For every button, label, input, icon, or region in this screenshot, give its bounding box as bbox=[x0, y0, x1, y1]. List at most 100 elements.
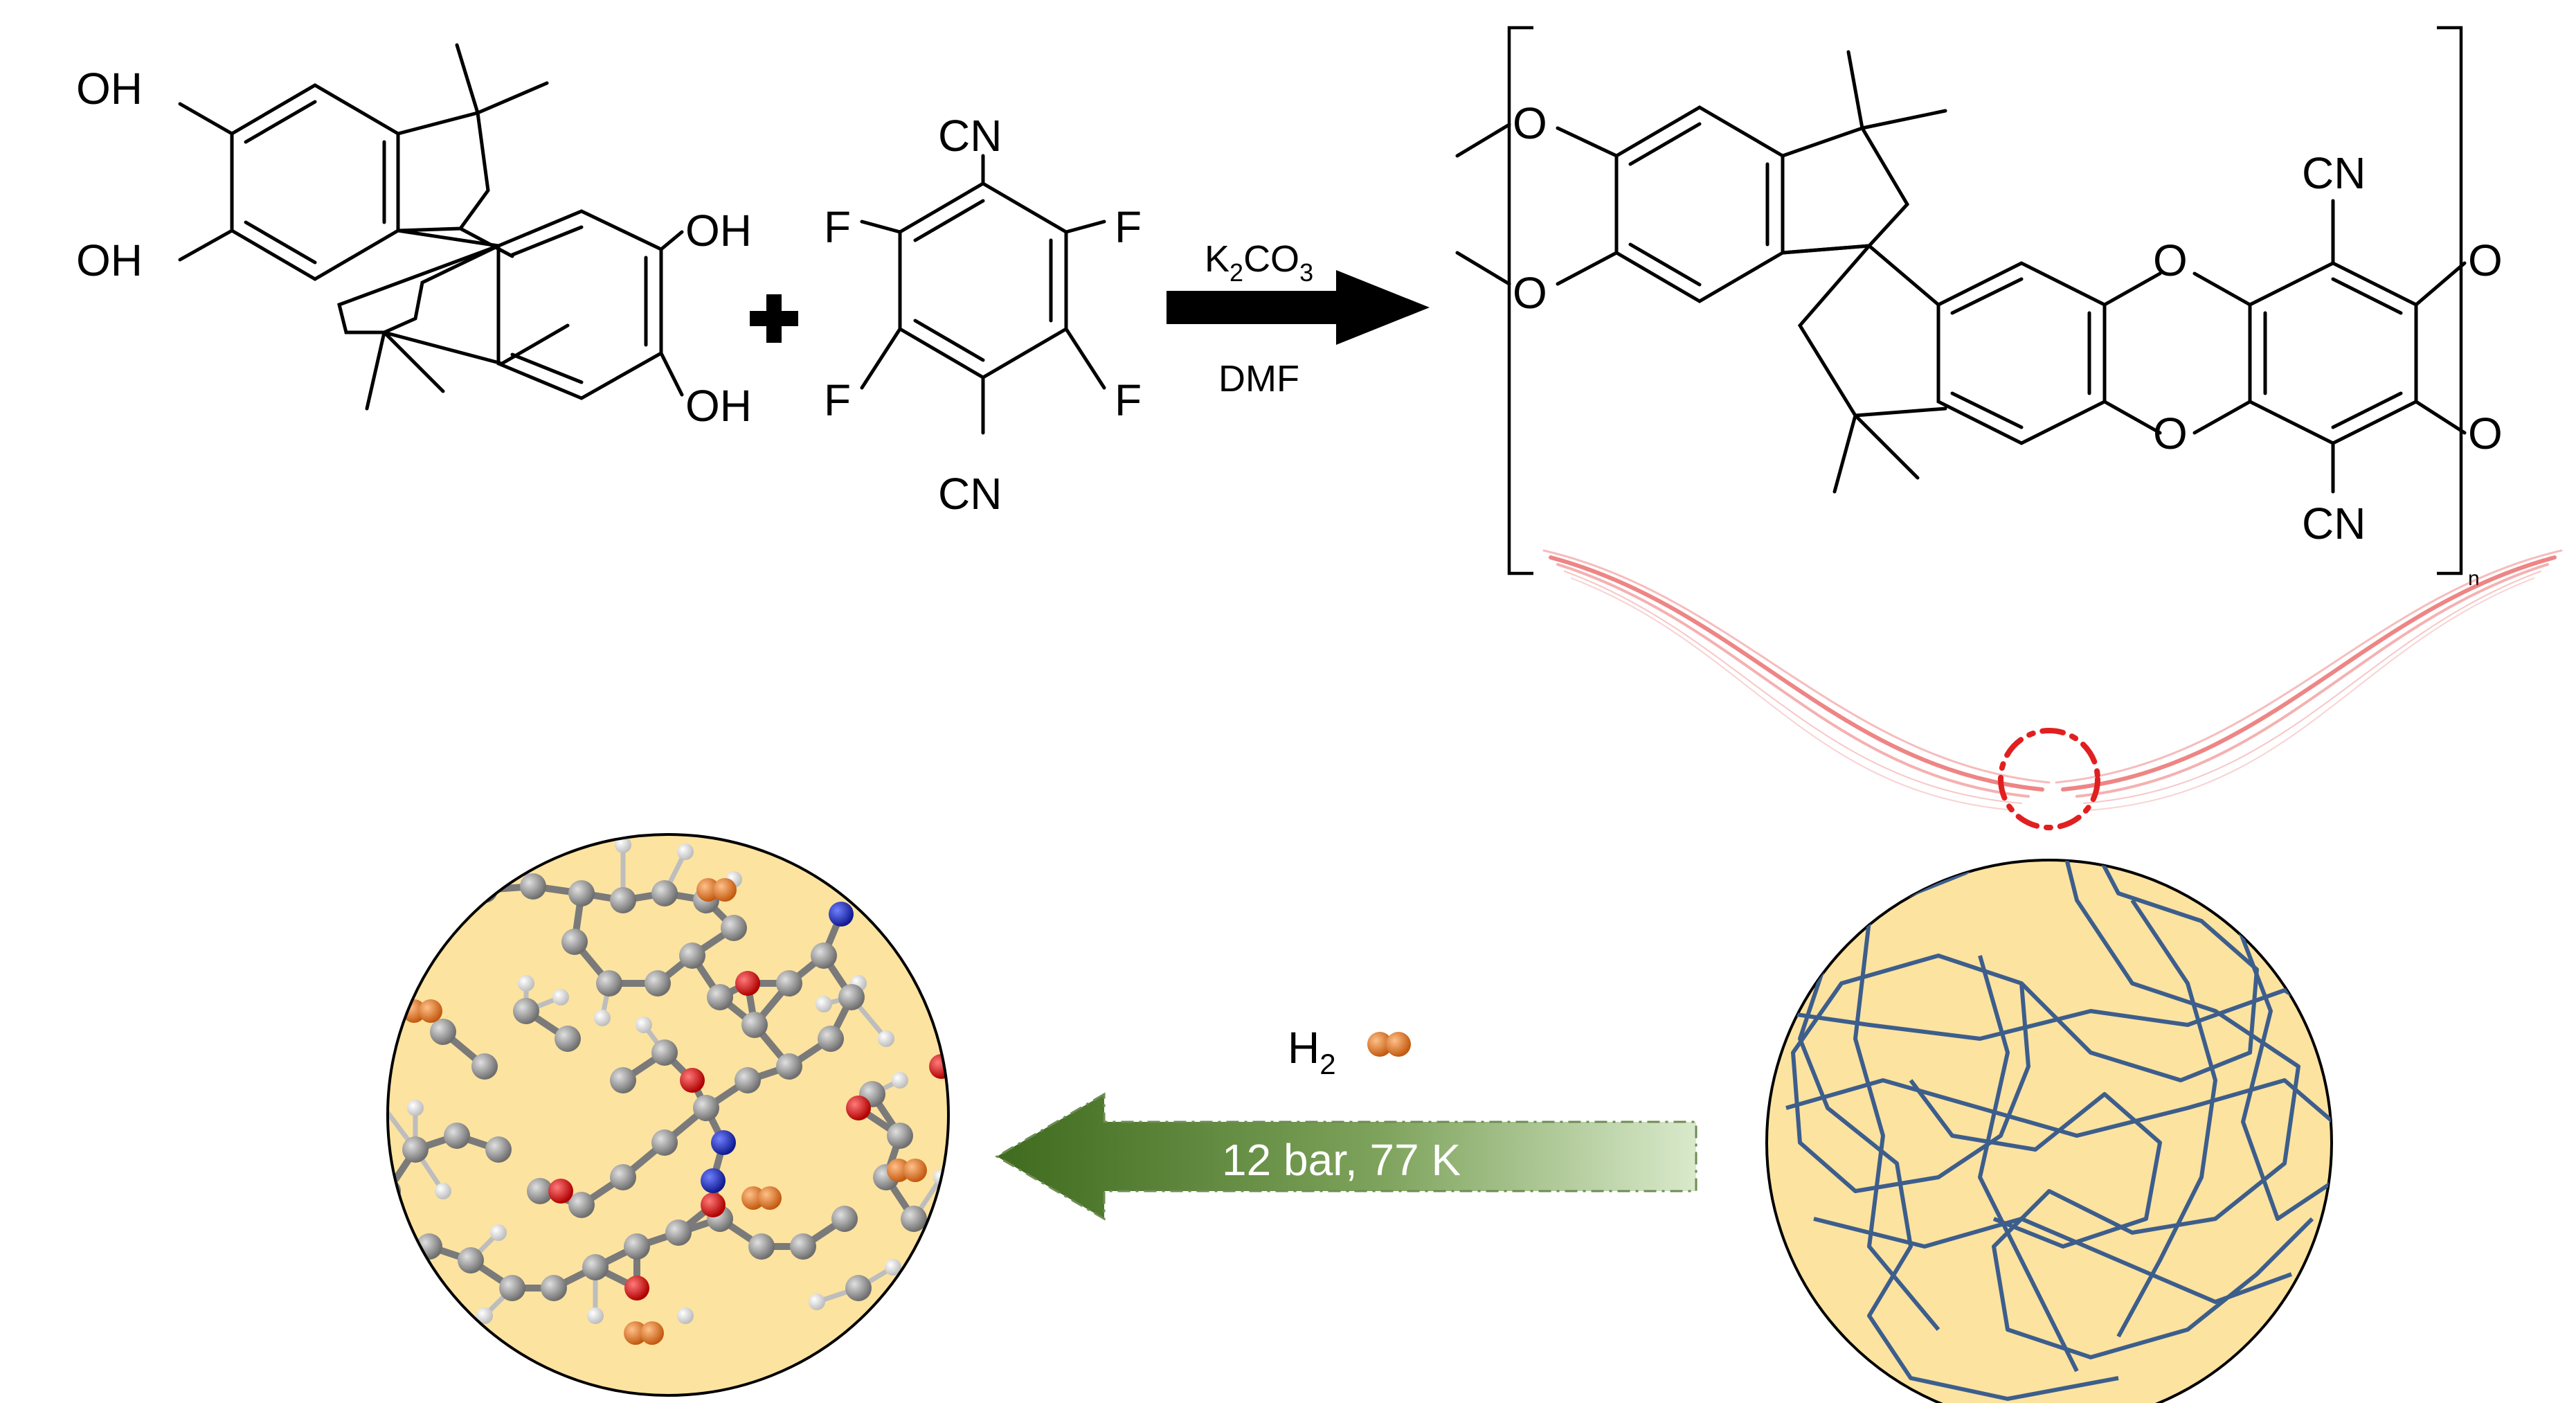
oxygen-atom bbox=[735, 971, 760, 996]
carbon-atom bbox=[555, 1026, 581, 1052]
h2-molecule-atom bbox=[419, 999, 442, 1023]
carbon-atom bbox=[645, 970, 671, 997]
hydrogen-atom bbox=[476, 1307, 493, 1324]
hydrogen-atom bbox=[435, 1183, 451, 1199]
carbon-atom bbox=[444, 1123, 470, 1149]
gas-label: H2 bbox=[1288, 1023, 1336, 1080]
h2-molecule-atom bbox=[640, 1321, 664, 1345]
hydrogen-atom bbox=[366, 1086, 382, 1102]
carbon-atom bbox=[624, 1233, 650, 1260]
carbon-atom bbox=[818, 1026, 844, 1052]
carbon-atom bbox=[610, 887, 636, 913]
carbon-atom bbox=[845, 1275, 872, 1301]
hydrogen-atom bbox=[636, 1017, 652, 1033]
oxygen-atom bbox=[846, 1096, 871, 1120]
reagent-label: K2CO3 bbox=[1205, 238, 1313, 287]
cn-label-bottom: CN bbox=[938, 469, 1002, 519]
hydrogen-atom bbox=[393, 1266, 410, 1283]
nitrogen-atom bbox=[514, 1366, 539, 1391]
hydrogen-atom bbox=[518, 975, 534, 992]
process-arrow: 12 bar, 77 K H2 bbox=[995, 1023, 1697, 1221]
carbon-atom bbox=[596, 970, 622, 997]
carbon-atom bbox=[582, 1254, 609, 1280]
molecular-model-circle bbox=[366, 833, 950, 1397]
h2-molecule-icon bbox=[1367, 1032, 1411, 1057]
cn-label-top: CN bbox=[938, 111, 1002, 161]
oxygen-atom bbox=[680, 1068, 705, 1093]
hydrogen-atom bbox=[407, 1100, 424, 1116]
carbon-atom bbox=[610, 1164, 636, 1190]
solvent-label: DMF bbox=[1218, 358, 1299, 400]
hydrogen-atom bbox=[892, 1072, 908, 1089]
carbon-atom bbox=[458, 1247, 484, 1274]
dashed-highlight-circle bbox=[1998, 728, 2100, 830]
carbon-atom bbox=[513, 998, 539, 1024]
h2-molecule-atom bbox=[624, 1321, 647, 1345]
hydrogen-atom bbox=[490, 1224, 507, 1241]
hydrogen-atom bbox=[442, 906, 458, 922]
o-label-right-1: O bbox=[2468, 235, 2503, 285]
h2-molecule-atom bbox=[713, 878, 737, 902]
nitrogen-atom bbox=[701, 1168, 726, 1193]
oxygen-atom bbox=[701, 1192, 726, 1217]
monomer-a-structure: OH OH OH OH bbox=[76, 43, 752, 431]
oxygen-atom bbox=[548, 1179, 573, 1204]
o-label-mid-2: O bbox=[2153, 409, 2188, 458]
monomer-b-structure: CN CN F F F F bbox=[824, 111, 1142, 519]
carbon-atom bbox=[568, 880, 595, 906]
carbon-atom bbox=[707, 984, 733, 1010]
h2-molecule-atom bbox=[903, 1159, 927, 1182]
carbon-atom bbox=[471, 1053, 498, 1080]
carbon-atom bbox=[527, 1178, 553, 1204]
conditions-label: 12 bar, 77 K bbox=[1222, 1135, 1461, 1185]
cn-label-polymer-top: CN bbox=[2302, 148, 2366, 198]
oh-label-1: OH bbox=[76, 64, 143, 114]
h2-molecule-atom bbox=[758, 1186, 782, 1210]
nitrogen-atom bbox=[829, 902, 854, 927]
carbon-atom bbox=[790, 1233, 816, 1260]
carbon-atom bbox=[541, 1275, 567, 1301]
carbon-atom bbox=[721, 915, 747, 941]
carbon-atom bbox=[485, 1136, 512, 1163]
hydrogen-atom bbox=[507, 843, 524, 860]
carbon-atom bbox=[735, 1067, 761, 1093]
o-label-mid-1: O bbox=[2153, 235, 2188, 285]
carbon-atom bbox=[651, 880, 678, 906]
f-label-3: F bbox=[824, 375, 851, 425]
carbon-atom bbox=[693, 1095, 719, 1121]
hydrogen-atom bbox=[878, 1030, 894, 1047]
carbon-atom bbox=[838, 984, 865, 1010]
carbon-atom bbox=[887, 1123, 913, 1149]
carbon-atom bbox=[776, 1053, 802, 1080]
h2-molecule-atom bbox=[696, 878, 720, 902]
carbon-atom bbox=[651, 1039, 678, 1066]
oxygen-atom bbox=[624, 1276, 649, 1301]
hydrogen-atom bbox=[677, 843, 694, 860]
carbon-atom bbox=[811, 942, 837, 969]
reaction-arrow: K2CO3 DMF bbox=[1167, 238, 1430, 400]
hydrogen-atom bbox=[677, 1307, 694, 1324]
carbon-atom bbox=[520, 873, 546, 900]
carbon-atom bbox=[776, 970, 802, 997]
hydrogen-atom bbox=[552, 989, 569, 1006]
carbon-atom bbox=[651, 1129, 678, 1156]
carbon-atom bbox=[499, 1275, 525, 1301]
nitrogen-atom bbox=[711, 1130, 736, 1155]
carbon-atom bbox=[568, 1192, 595, 1218]
carbon-atom bbox=[471, 877, 498, 903]
hydrogen-atom bbox=[816, 996, 832, 1012]
carbon-atom bbox=[748, 1233, 775, 1260]
hydrogen-atom bbox=[587, 1307, 604, 1324]
carbon-atom bbox=[665, 1219, 692, 1246]
carbon-atom bbox=[402, 1136, 429, 1163]
zoom-highlight bbox=[1542, 549, 2563, 830]
plus-sign bbox=[750, 294, 798, 343]
oh-label-3: OH bbox=[685, 206, 752, 256]
carbon-atom bbox=[831, 1206, 858, 1232]
o-label-left-1: O bbox=[1513, 98, 1547, 148]
h2-molecule-atom bbox=[887, 1159, 910, 1182]
carbon-atom bbox=[741, 1012, 768, 1038]
hydrogen-atom bbox=[809, 1294, 825, 1310]
f-label-1: F bbox=[824, 202, 851, 252]
hydrogen-atom bbox=[594, 1010, 611, 1026]
